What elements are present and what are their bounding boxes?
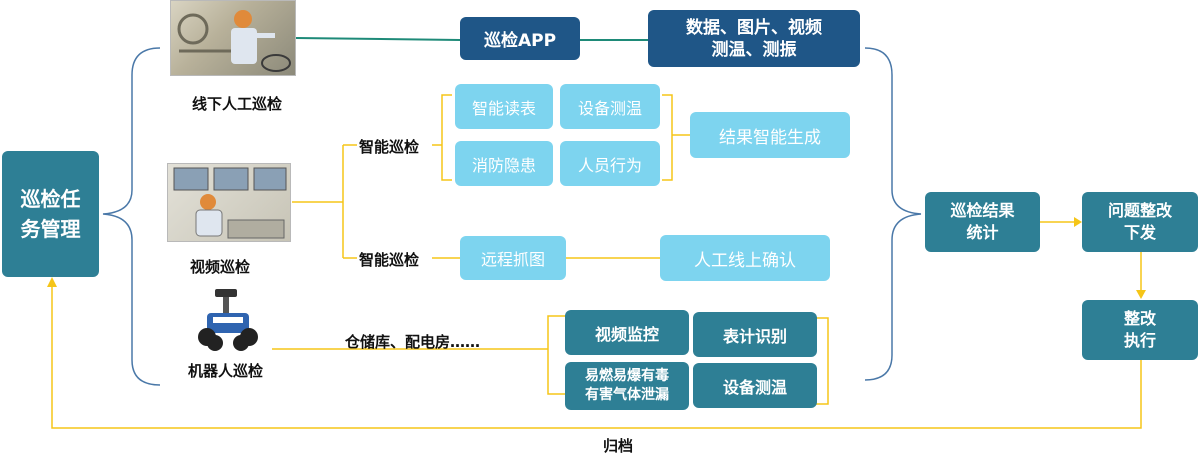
- inspection-app-box[interactable]: 巡检APP: [460, 17, 580, 60]
- device-temp-box[interactable]: 设备测温: [560, 84, 660, 129]
- video-inspection-image: [167, 163, 291, 242]
- robot-inspection-label: 机器人巡检: [188, 362, 264, 380]
- video-monitoring-box[interactable]: 视频监控: [565, 310, 689, 355]
- worker-sketch-icon: [177, 10, 291, 72]
- right-brace: [864, 47, 922, 381]
- robot-icon: [198, 289, 258, 351]
- robot-image: [193, 285, 263, 355]
- robot-right-bracket: [816, 317, 829, 405]
- smart-meter-reading-box[interactable]: 智能读表: [455, 84, 553, 129]
- offline-inspection-label: 线下人工巡检: [192, 95, 283, 113]
- items-right-bracket: [662, 94, 673, 181]
- video-inspection-label: 视频巡检: [190, 258, 251, 276]
- offline-inspection-image: [170, 0, 296, 76]
- issue-rectify-dispatch-box[interactable]: 问题整改 下发: [1082, 192, 1198, 252]
- archive-label: 归档: [603, 437, 634, 455]
- smart-inspection-label-2: 智能巡检: [359, 251, 420, 269]
- personnel-behavior-box[interactable]: 人员行为: [560, 141, 660, 186]
- robot-device-temp-box[interactable]: 设备测温: [693, 363, 817, 408]
- robot-scenes-label: 仓储库、配电房……: [345, 333, 481, 351]
- monitor-operator-icon: [173, 167, 287, 239]
- task-management-box[interactable]: 巡检任 务管理: [2, 151, 99, 277]
- data-capture-box[interactable]: 数据、图片、视频 测温、测振: [648, 10, 860, 67]
- offline-app-line: [295, 37, 461, 41]
- inspection-result-stats-box[interactable]: 巡检结果 统计: [925, 192, 1040, 252]
- left-brace: [102, 47, 161, 386]
- robot-left-bracket: [547, 315, 565, 395]
- fire-hazard-box[interactable]: 消防隐患: [455, 141, 553, 186]
- gas-leak-box[interactable]: 易燃易爆有毒 有害气体泄漏: [565, 362, 689, 410]
- rectify-execute-box[interactable]: 整改 执行: [1082, 300, 1198, 360]
- manual-online-confirm-box[interactable]: 人工线上确认: [660, 235, 830, 281]
- meter-recognition-box[interactable]: 表计识别: [693, 312, 817, 357]
- smart-inspection-label-1: 智能巡检: [359, 138, 420, 156]
- smart-result-box[interactable]: 结果智能生成: [690, 112, 850, 158]
- remote-capture-box[interactable]: 远程抓图: [460, 236, 566, 280]
- archive-loop: [51, 285, 1142, 429]
- items-left-bracket: [441, 94, 452, 181]
